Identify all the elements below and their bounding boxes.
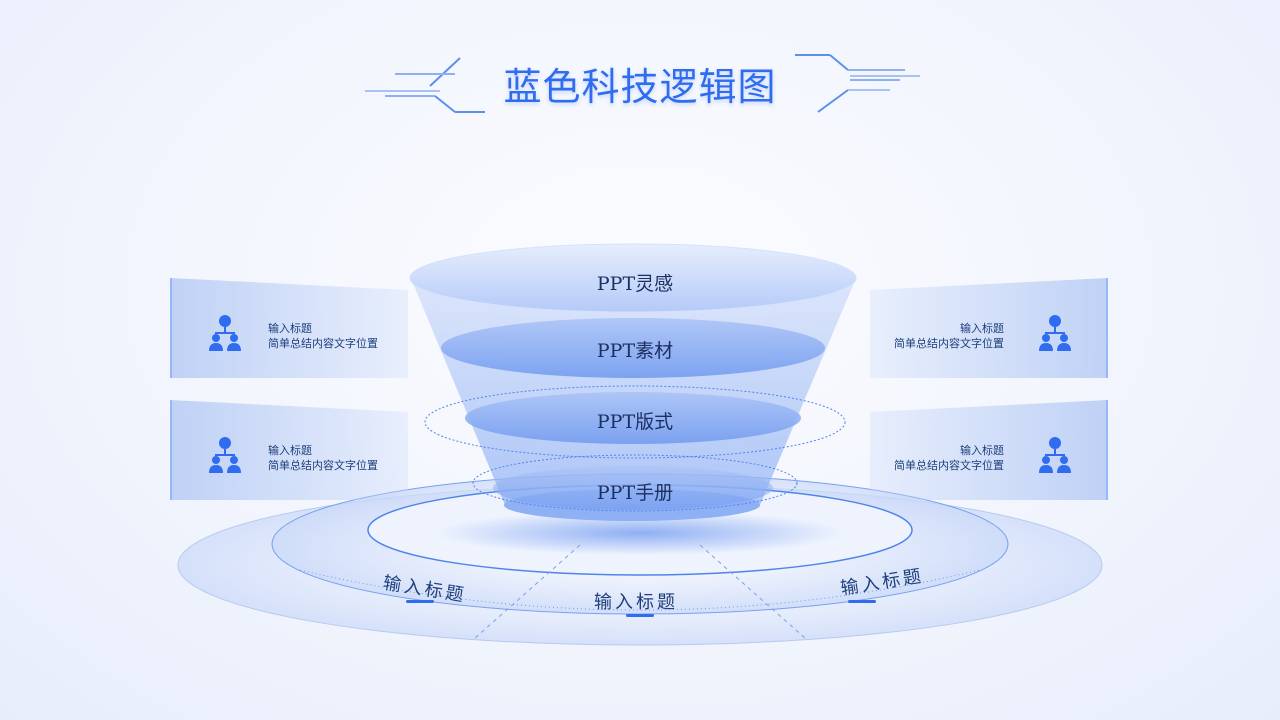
- base-label-center-marker: [626, 614, 654, 617]
- people-group-icon: [209, 437, 241, 473]
- funnel-layer-4-label: PPT手册: [596, 482, 674, 504]
- right-panel-bottom: 输入标题 简单总结内容文字位置: [870, 400, 1108, 500]
- left-panel-top: 输入标题 简单总结内容文字位置: [170, 278, 408, 378]
- people-group-icon: [1039, 437, 1071, 473]
- people-group-icon: [209, 315, 241, 351]
- funnel-layer-1-label: PPT灵感: [596, 273, 674, 295]
- title-right-decoration: [795, 54, 920, 113]
- funnel-layer-2-label: PPT素材: [596, 340, 674, 362]
- left-panel-bottom-text: 输入标题 简单总结内容文字位置: [268, 443, 378, 473]
- panel-title: 输入标题: [960, 444, 1004, 457]
- funnel-layer-3-disc: [465, 392, 801, 444]
- funnel-layer-4-disc: [493, 466, 773, 510]
- left-panel-top-text: 输入标题 简单总结内容文字位置: [268, 321, 378, 351]
- panel-title: 输入标题: [268, 322, 312, 335]
- base-label-left-marker: [406, 600, 434, 603]
- base-label-center: 输入标题: [594, 592, 678, 613]
- people-group-icon: [1039, 315, 1071, 351]
- orbit-ring-lower: [472, 454, 798, 512]
- funnel-layer-2-disc: [441, 318, 825, 378]
- page-title: 蓝色科技逻辑图: [503, 65, 777, 109]
- title-left-decoration: [365, 57, 485, 113]
- panel-title: 输入标题: [268, 444, 312, 457]
- panel-description: 简单总结内容文字位置: [894, 459, 1004, 472]
- funnel-layer-1-disc: [409, 243, 857, 313]
- orbit-ring-upper: [424, 385, 846, 459]
- base-label-right-marker: [848, 600, 876, 603]
- right-panel-top: 输入标题 简单总结内容文字位置: [870, 278, 1108, 378]
- panel-description: 简单总结内容文字位置: [268, 459, 378, 472]
- panel-description: 简单总结内容文字位置: [894, 337, 1004, 350]
- panel-title: 输入标题: [960, 322, 1004, 335]
- panel-description: 简单总结内容文字位置: [268, 337, 378, 350]
- right-panel-bottom-text: 输入标题 简单总结内容文字位置: [894, 443, 1004, 473]
- right-panel-top-text: 输入标题 简单总结内容文字位置: [894, 321, 1004, 351]
- funnel-shadow: [435, 511, 845, 555]
- left-panel-bottom: 输入标题 简单总结内容文字位置: [170, 400, 408, 500]
- funnel-layer-3-label: PPT版式: [596, 411, 674, 433]
